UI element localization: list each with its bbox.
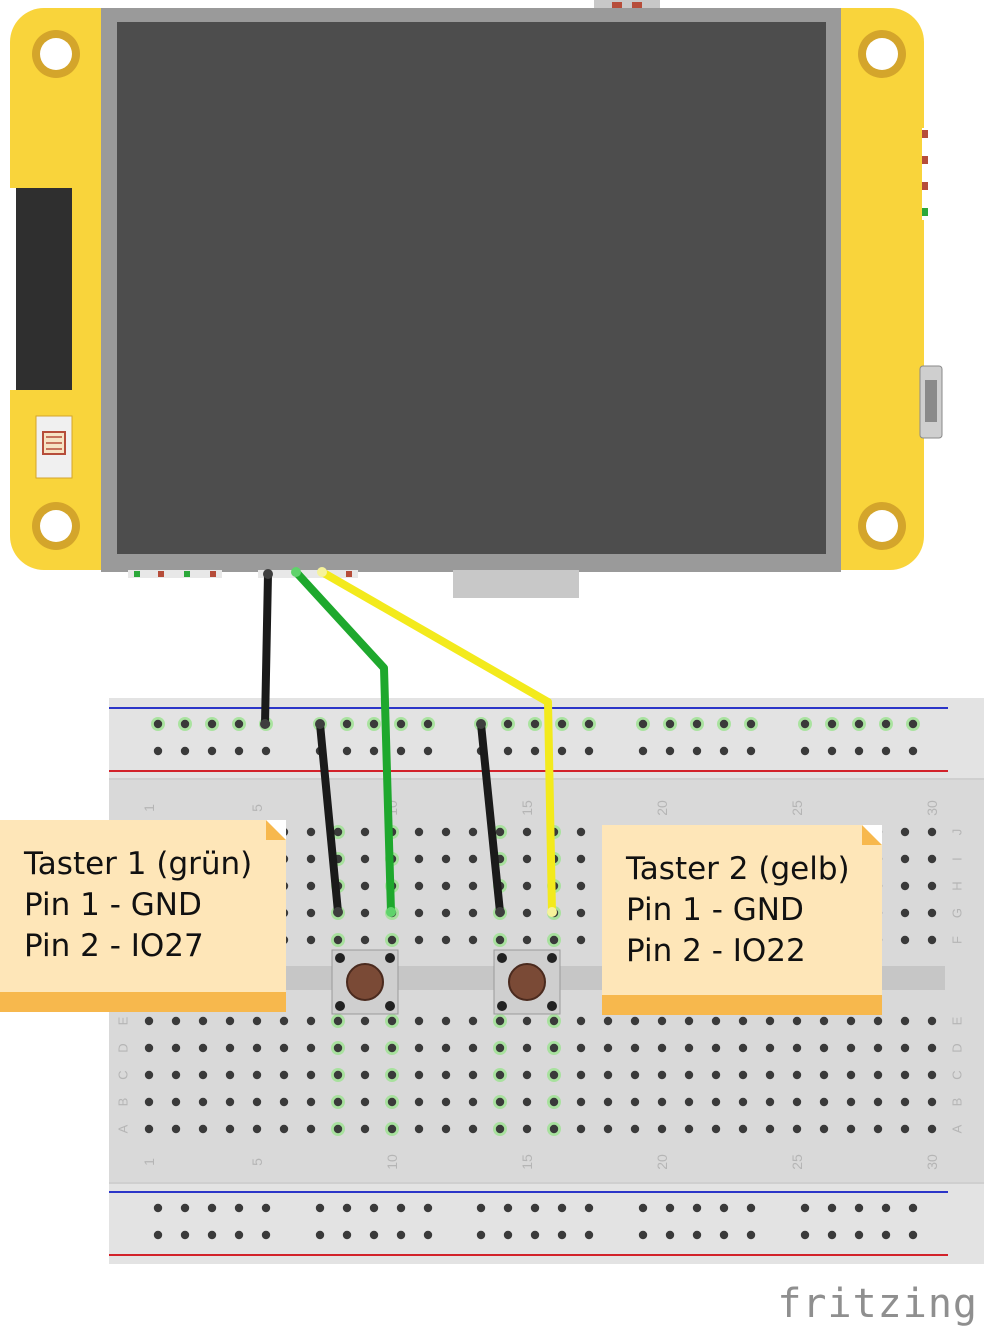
- row-letter-label: C: [115, 1070, 130, 1079]
- column-number-label: 25: [789, 800, 805, 816]
- wire-gnd-button-2: [477, 720, 504, 916]
- note-2-band: [602, 995, 882, 1015]
- column-number-label: 15: [519, 1154, 535, 1170]
- column-number-label: 10: [384, 1154, 400, 1170]
- row-letter-label: D: [115, 1043, 130, 1052]
- bottom-connector: [453, 570, 579, 598]
- wire-endpoints: [260, 567, 557, 917]
- bottom-power-rail: [109, 1184, 984, 1264]
- display-module: [10, 0, 943, 598]
- note-1-line-3: Pin 2 - IO27: [24, 928, 204, 964]
- row-letter-label: B: [115, 1098, 130, 1107]
- row-letter-label: E: [115, 1016, 130, 1025]
- row-letter-label: C: [949, 1070, 964, 1079]
- row-letter-label: G: [949, 908, 964, 918]
- row-letter-label: J: [949, 829, 964, 836]
- tft-screen: [117, 22, 826, 554]
- wire-io22-yellow: [318, 568, 556, 916]
- column-number-label: 25: [789, 1154, 805, 1170]
- wire-gnd-button-1: [316, 720, 342, 916]
- column-number-label: 15: [519, 800, 535, 816]
- fritzing-logo: fritzing: [777, 1281, 978, 1327]
- row-letter-label: A: [949, 1124, 964, 1133]
- wire-io27-green: [292, 568, 395, 916]
- top-connector: [594, 0, 660, 10]
- mount-hole-icon: [32, 30, 906, 550]
- column-number-label: 1: [141, 1158, 157, 1166]
- row-letter-label: H: [949, 881, 964, 890]
- note-taster-1: Taster 1 (grün) Pin 1 - GND Pin 2 - IO27: [0, 820, 286, 1012]
- note-1-text: Taster 1 (grün) Pin 1 - GND Pin 2 - IO27: [24, 844, 252, 967]
- note-1-band: [0, 992, 286, 1012]
- note-1-line-2: Pin 1 - GND: [24, 887, 202, 923]
- sd-card-slot: [14, 188, 72, 390]
- row-letter-label: B: [949, 1098, 964, 1107]
- row-letter-label: E: [949, 1016, 964, 1025]
- column-number-label: 20: [654, 1154, 670, 1170]
- note-2-line-3: Pin 2 - IO22: [626, 933, 806, 969]
- push-button-1: [331, 949, 399, 1015]
- usb-port: [919, 365, 943, 439]
- column-number-label: 30: [924, 1154, 940, 1170]
- note-2-line-2: Pin 1 - GND: [626, 892, 804, 928]
- note-2-line-1: Taster 2 (gelb): [626, 851, 850, 887]
- wire-gnd-board: [261, 570, 272, 728]
- row-letter-label: A: [115, 1124, 130, 1133]
- column-number-label: 5: [249, 804, 265, 812]
- note-taster-2: Taster 2 (gelb) Pin 1 - GND Pin 2 - IO22: [602, 825, 882, 1015]
- note-fold-icon: [266, 820, 286, 840]
- row-letter-label: F: [949, 936, 964, 944]
- column-number-label: 5: [249, 1158, 265, 1166]
- light-sensor-icon: [35, 415, 73, 479]
- note-2-text: Taster 2 (gelb) Pin 1 - GND Pin 2 - IO22: [626, 849, 850, 972]
- row-letter-label: I: [949, 857, 964, 861]
- column-number-label: 30: [924, 800, 940, 816]
- note-1-line-1: Taster 1 (grün): [24, 846, 253, 882]
- column-number-label: 1: [141, 804, 157, 812]
- row-letter-label: D: [949, 1043, 964, 1052]
- note-fold-icon: [862, 825, 882, 845]
- column-number-label: 20: [654, 800, 670, 816]
- push-button-2: [493, 949, 561, 1015]
- bottom-pins: [128, 570, 358, 578]
- right-leds: [922, 128, 930, 220]
